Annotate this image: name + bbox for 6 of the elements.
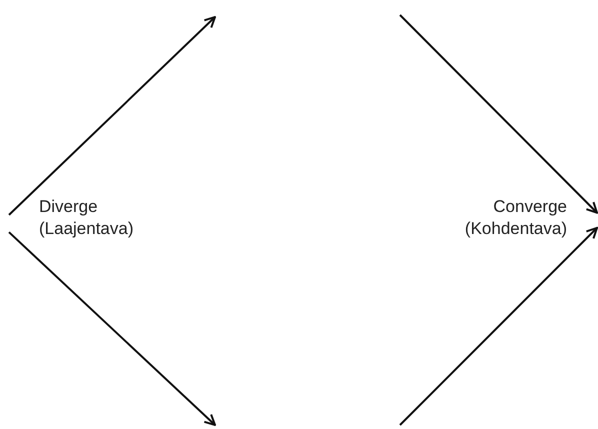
arrow xyxy=(399,14,598,214)
arrow xyxy=(8,16,216,216)
stage-label: Converge (Kohdentava) xyxy=(464,196,567,240)
arrow xyxy=(399,226,598,426)
arrow xyxy=(8,231,216,426)
stage-label: Diverge (Laajentava) xyxy=(39,196,135,240)
